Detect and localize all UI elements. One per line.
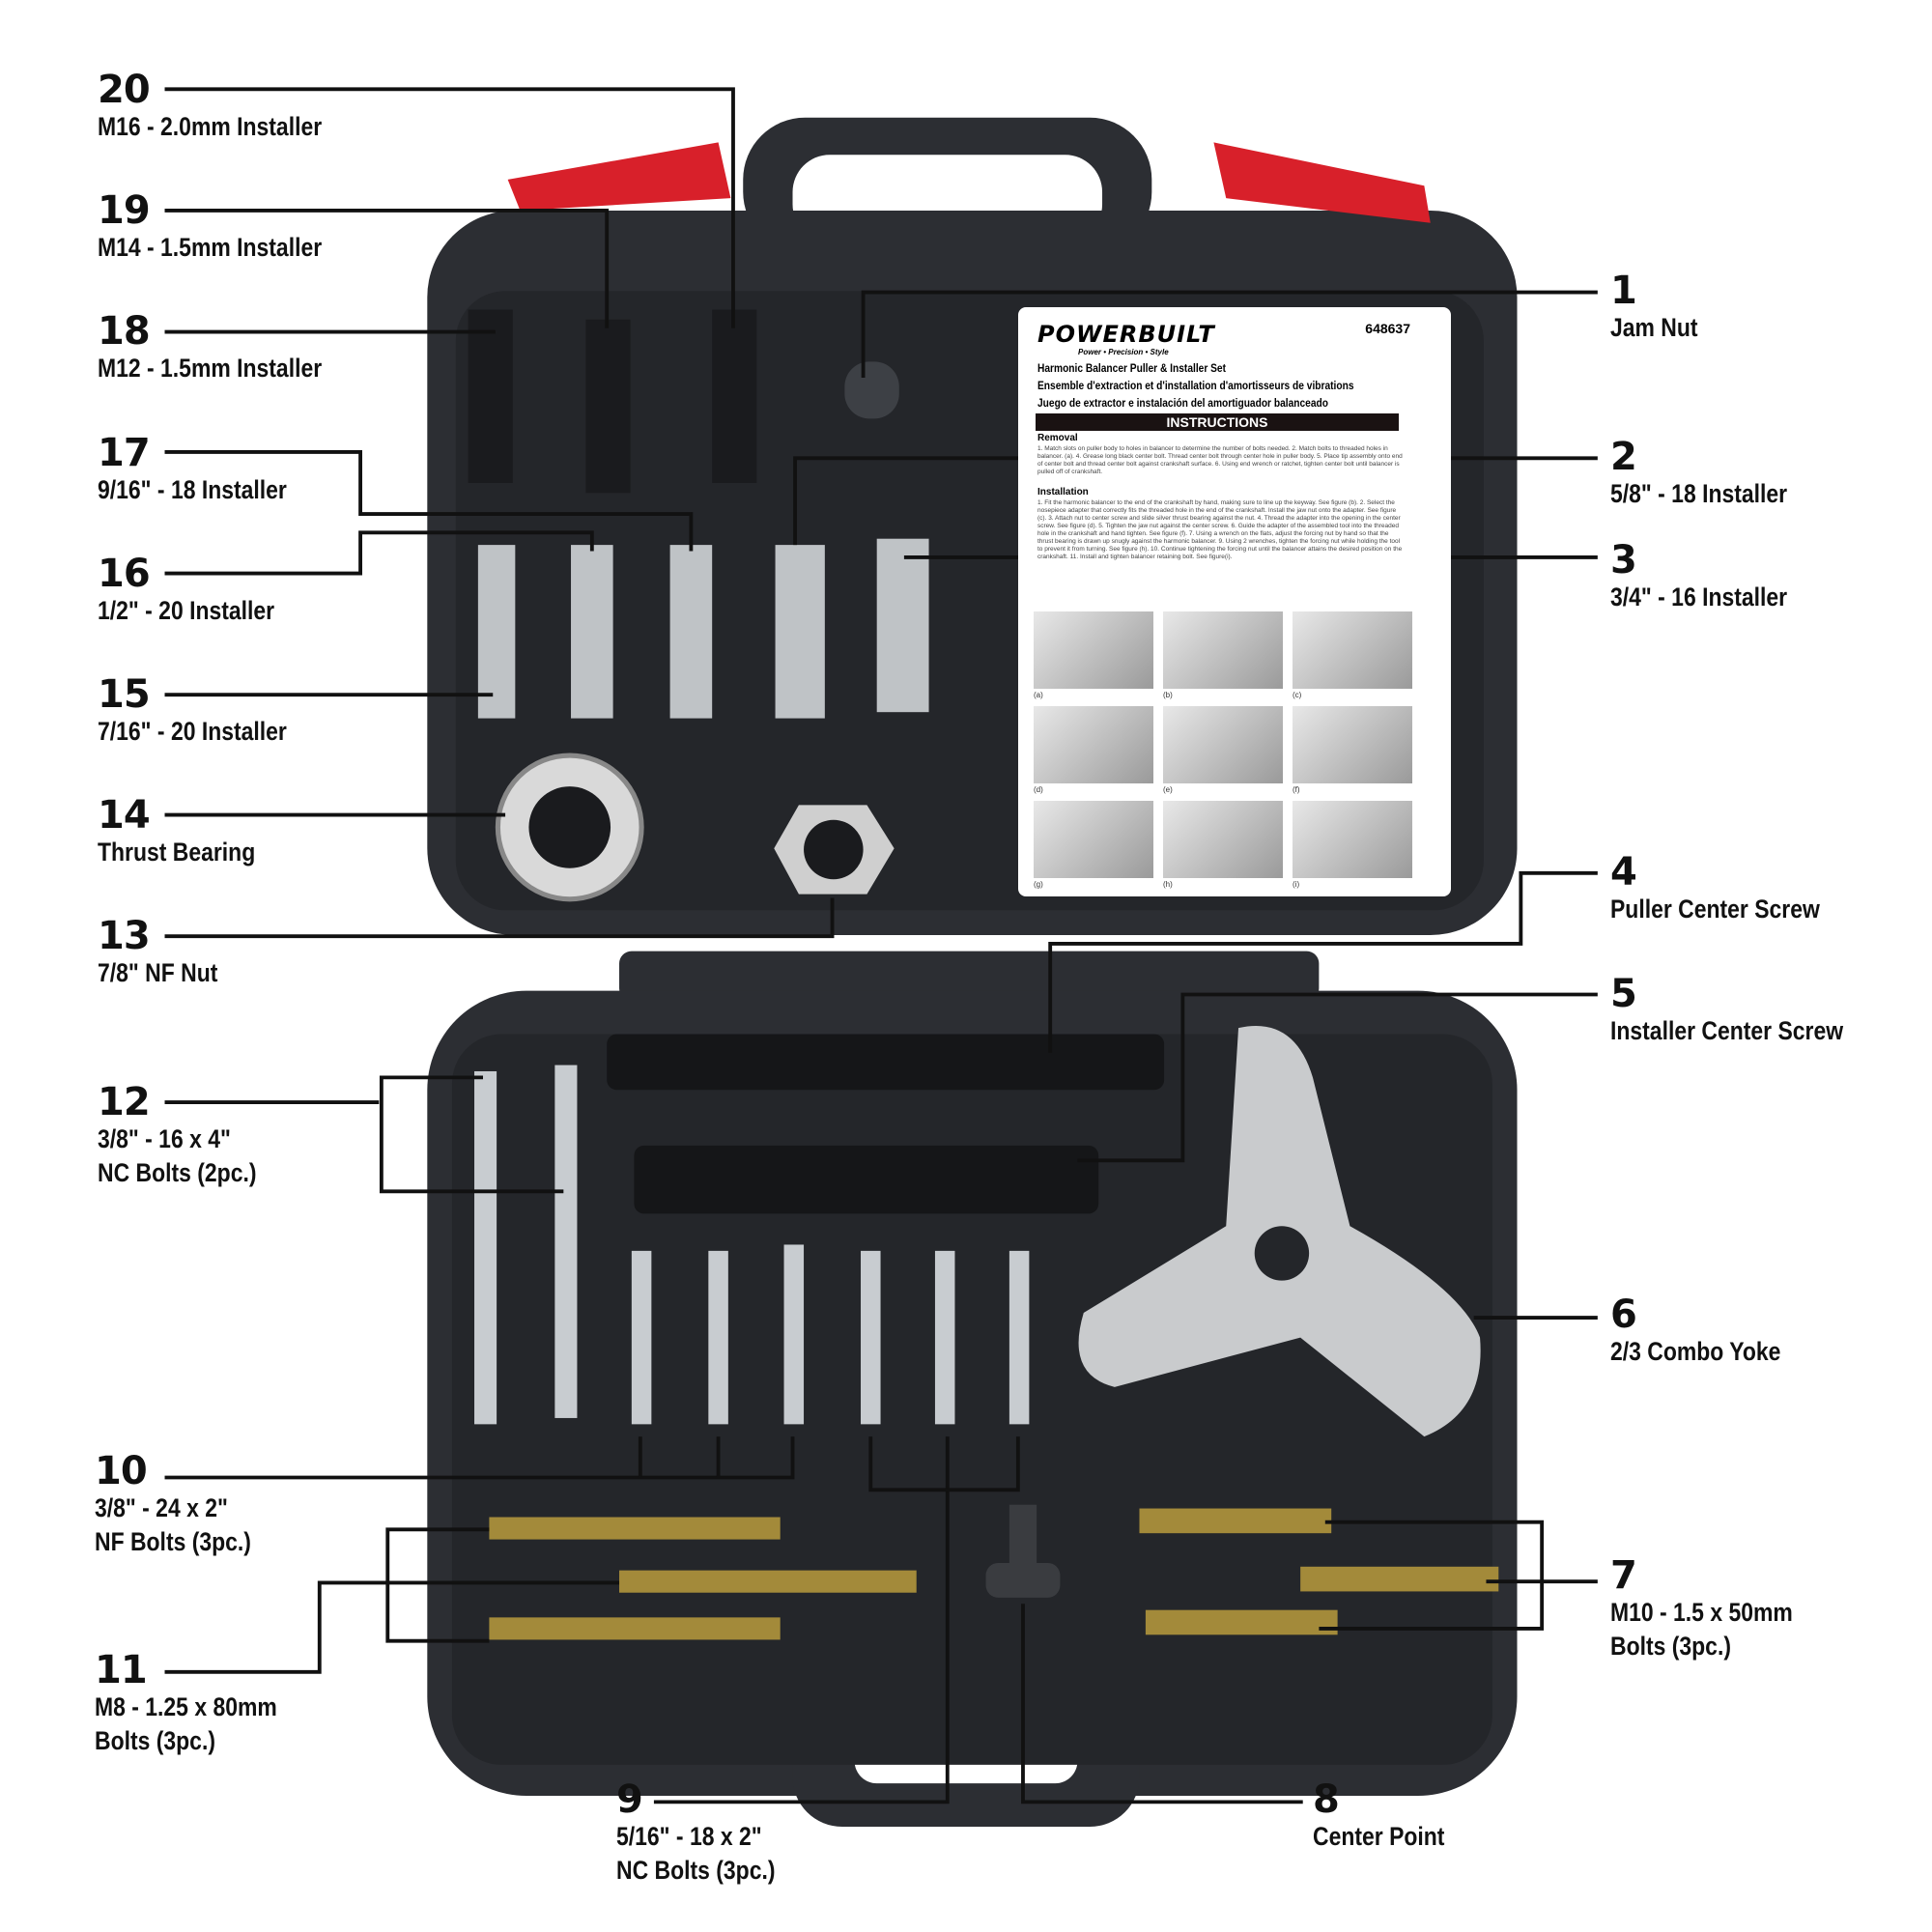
callout-label: M12 - 1.5mm Installer xyxy=(98,354,323,383)
callout-number: 20 xyxy=(98,68,151,112)
callout-number: 5 xyxy=(1610,972,1637,1016)
brand-tagline: Power • Precision • Style xyxy=(1078,348,1169,356)
installation-heading: Installation xyxy=(1037,487,1089,497)
title-en: Harmonic Balancer Puller & Installer Set xyxy=(1037,361,1227,375)
installation-text: 1. Fit the harmonic balancer to the end … xyxy=(1037,499,1403,560)
callout-label: 3/4" - 16 Installer xyxy=(1610,582,1788,611)
callout-number: 11 xyxy=(95,1648,148,1692)
callout-number: 10 xyxy=(95,1449,148,1493)
callout-number: 15 xyxy=(98,672,151,717)
title-fr: Ensemble d'extraction et d'installation … xyxy=(1037,379,1354,392)
instructions-heading: INSTRUCTIONS xyxy=(1036,413,1399,431)
removal-heading: Removal xyxy=(1037,433,1078,443)
figure-image xyxy=(1293,611,1412,689)
figure-label: (c) xyxy=(1293,691,1302,699)
callout-label: 7/16" - 20 Installer xyxy=(98,717,287,746)
callout-label: Installer Center Screw xyxy=(1610,1016,1844,1045)
callout-number: 3 xyxy=(1610,538,1637,582)
callout-number: 18 xyxy=(98,309,151,354)
callout-label: Center Point xyxy=(1313,1822,1445,1851)
callout-label: 3/8" - 24 x 2" NF Bolts (3pc.) xyxy=(95,1493,251,1556)
callout-label: 2/3 Combo Yoke xyxy=(1610,1337,1781,1366)
figure-label: (e) xyxy=(1163,785,1173,794)
installers xyxy=(468,309,929,902)
callout-label: 9/16" - 18 Installer xyxy=(98,475,287,504)
callout-number: 7 xyxy=(1610,1553,1637,1598)
callout-label: 7/8" NF Nut xyxy=(98,958,218,987)
callout-label: 5/16" - 18 x 2" NC Bolts (3pc.) xyxy=(616,1822,776,1885)
figure-label: (b) xyxy=(1163,691,1173,699)
callout-label: M10 - 1.5 x 50mm Bolts (3pc.) xyxy=(1610,1598,1793,1661)
callout-number: 17 xyxy=(98,431,151,475)
callout-number: 19 xyxy=(98,188,151,233)
callout-label: 5/8" - 18 Installer xyxy=(1610,479,1788,508)
callout-number: 6 xyxy=(1610,1293,1637,1337)
callout-label: M8 - 1.25 x 80mm Bolts (3pc.) xyxy=(95,1692,277,1755)
callout-label: Jam Nut xyxy=(1610,313,1698,342)
callout-number: 1 xyxy=(1610,269,1637,313)
callout-label: Puller Center Screw xyxy=(1610,895,1820,923)
callout-label: 3/8" - 16 x 4" NC Bolts (2pc.) xyxy=(98,1124,257,1187)
figure-image xyxy=(1034,611,1153,689)
figure-image xyxy=(1034,801,1153,878)
removal-text: 1. Match slots on puller body to holes i… xyxy=(1037,445,1403,475)
figure-image xyxy=(1163,801,1283,878)
callout-number: 16 xyxy=(98,552,151,596)
installer-center-screw xyxy=(634,1145,1099,1214)
figure-label: (d) xyxy=(1034,785,1043,794)
title-es: Juego de extractor e instalación del amo… xyxy=(1037,396,1328,410)
callout-number: 2 xyxy=(1610,435,1637,479)
callout-number: 12 xyxy=(98,1080,151,1124)
figure-image xyxy=(1034,706,1153,783)
center-point xyxy=(985,1562,1061,1598)
callout-label: Thrust Bearing xyxy=(98,838,256,867)
callout-label: M16 - 2.0mm Installer xyxy=(98,112,323,141)
figure-label: (i) xyxy=(1293,880,1300,889)
brand-logo: POWERBUILT xyxy=(1037,321,1215,348)
callout-number: 14 xyxy=(98,793,151,838)
case-bottom xyxy=(427,951,1518,1828)
figure-image xyxy=(1293,801,1412,878)
model-number: 648637 xyxy=(1365,321,1410,336)
callout-label: M14 - 1.5mm Installer xyxy=(98,233,323,262)
figure-image xyxy=(1163,706,1283,783)
figure-image xyxy=(1163,611,1283,689)
figure-label: (h) xyxy=(1163,880,1173,889)
callout-label: 1/2" - 20 Installer xyxy=(98,596,275,625)
callout-number: 8 xyxy=(1313,1777,1340,1822)
callout-number: 4 xyxy=(1610,850,1637,895)
jam-nut xyxy=(844,361,899,419)
puller-center-screw xyxy=(607,1034,1165,1091)
instruction-card: POWERBUILT Power • Precision • Style 648… xyxy=(1018,307,1451,896)
latch-right xyxy=(1213,142,1431,223)
figure-image xyxy=(1293,706,1412,783)
latch-left xyxy=(507,142,731,211)
figure-label: (g) xyxy=(1034,880,1043,889)
figure-label: (a) xyxy=(1034,691,1043,699)
callout-number: 13 xyxy=(98,914,151,958)
callout-number: 9 xyxy=(616,1777,643,1822)
figure-label: (f) xyxy=(1293,785,1300,794)
